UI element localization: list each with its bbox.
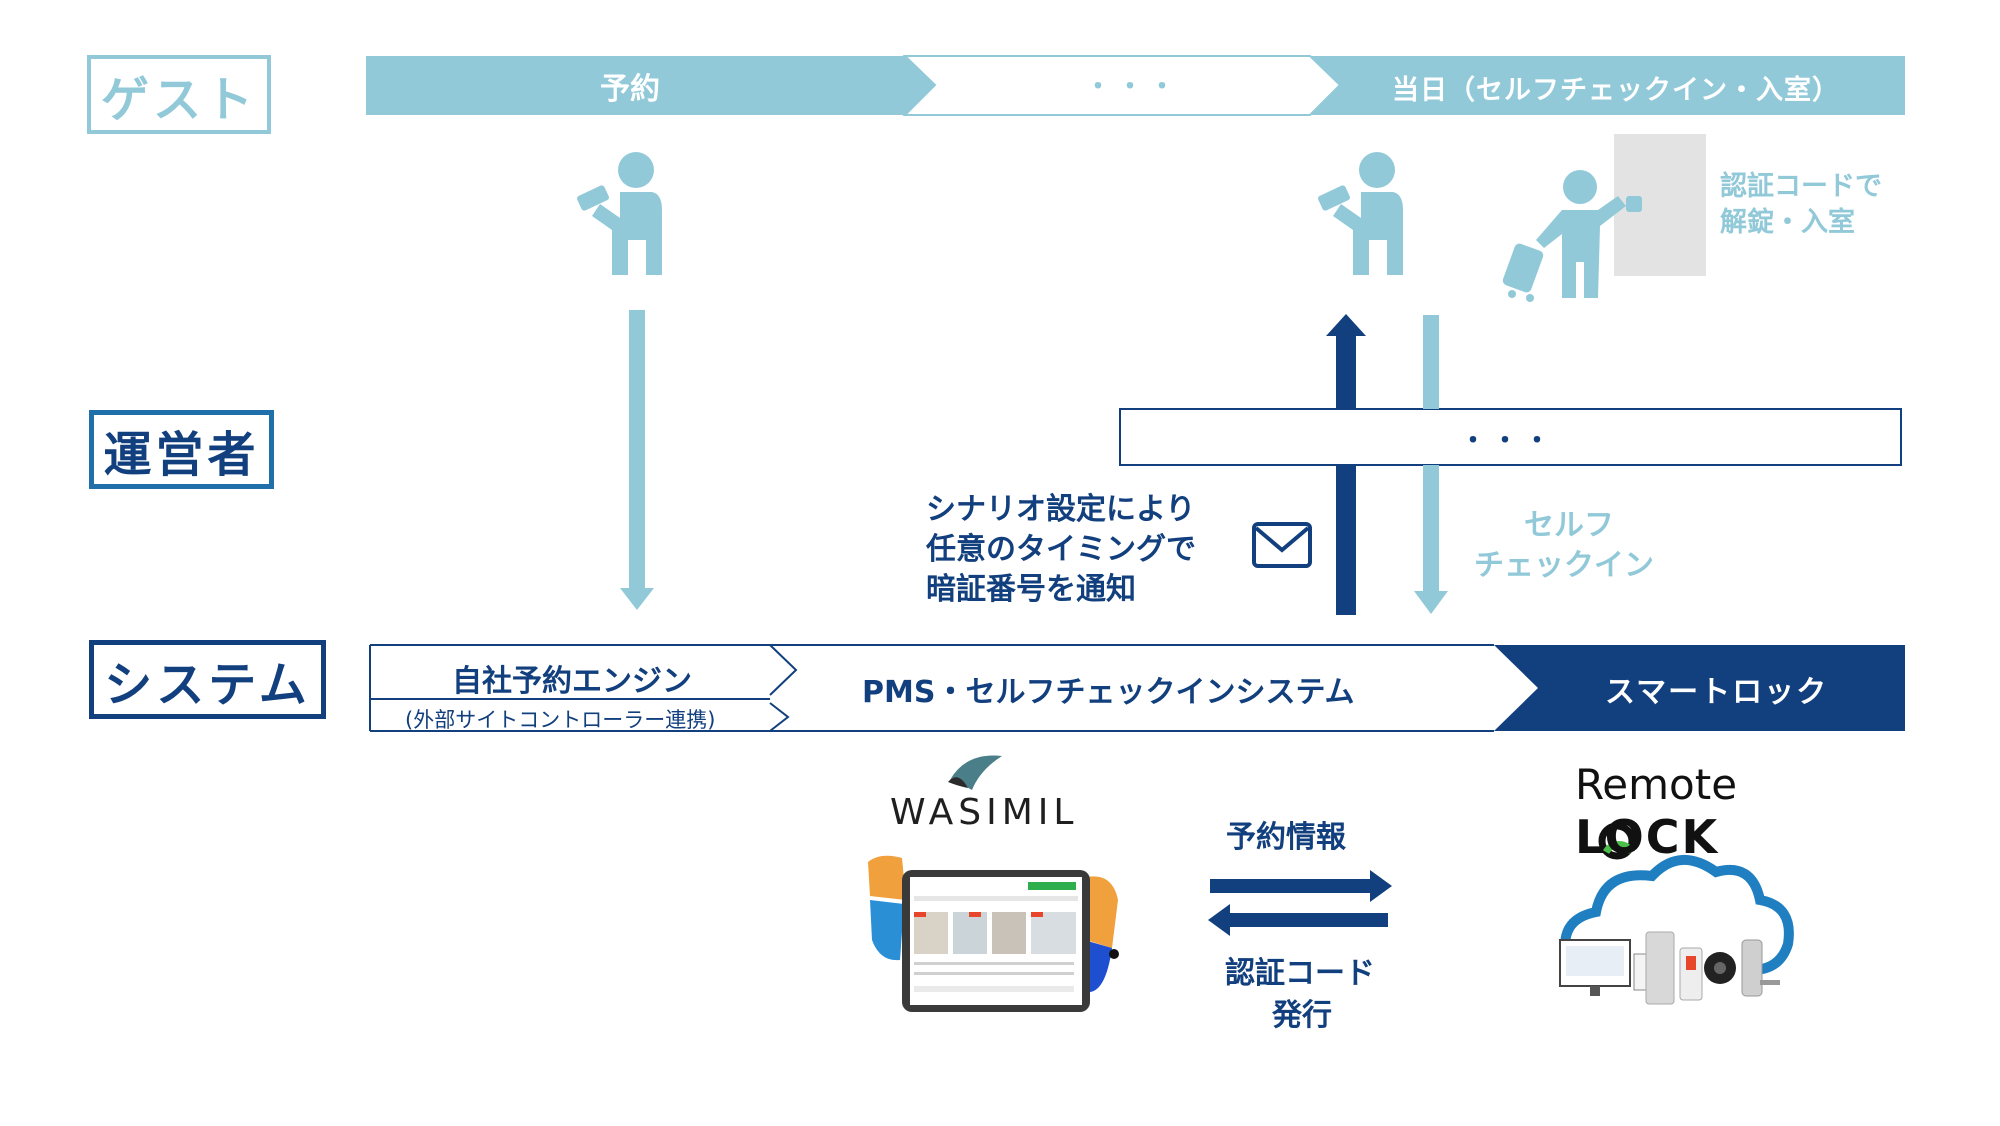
operator-dots: ・・・ [1460,426,1557,456]
checkin-down-arrow-shaft-bottom [1423,465,1439,591]
timeline-middle-dots: ・・・ [1085,72,1182,102]
engine-chevron-bottom [769,702,790,732]
guest-phone-icon [1318,152,1403,275]
engine-chevron-top [769,644,798,696]
checkin-down-arrow-shaft-top [1423,315,1439,409]
smartlock-label: スマートロック [1605,675,1829,710]
timeline-reserve-chevron [366,56,935,115]
timeline-dayof-chevron [1310,56,1905,115]
reserve-down-arrowhead [620,588,654,610]
self-checkin-line1: セルフ [1524,508,1614,543]
mail-icon [1252,522,1312,568]
notify-up-arrow-shaft-top [1336,336,1356,409]
wasimil-logo-text: WASIMIL [890,792,1079,833]
checkin-down-arrowhead [1414,591,1448,614]
notification-line2: 任意のタイミングで [926,532,1196,567]
timeline-dayof-label: 当日（セルフチェックイン・入室） [1392,75,1840,106]
reserve-down-arrow-shaft [629,310,645,588]
role-operator-label: 運営者 [89,410,274,489]
exchange-left-arrow [1208,904,1388,936]
unlock-note-line1: 認証コードで [1720,171,1882,202]
notify-up-arrowhead [1326,314,1366,336]
engine-sub-label: (外部サイトコントローラー連携) [405,708,716,732]
role-guest-label: ゲスト [87,55,271,134]
remote-lock-logo-line1: Remote [1575,760,1738,809]
engine-label: 自社予約エンジン [452,664,692,699]
smartlock-chevron [1494,645,1905,731]
guest-luggage-icon [1502,170,1626,302]
timeline-reserve-label: 予約 [600,72,660,107]
exchange-right-arrow [1210,870,1392,902]
notification-line1: シナリオ設定により [926,492,1196,527]
tablet-screenshot-icon [868,855,1119,1012]
operator-dots-box [1119,408,1902,466]
remote-lock-logo-line2: LOCK [1575,810,1720,864]
wasimil-bird-icon [948,755,1002,790]
exchange-top-label: 予約情報 [1226,820,1346,855]
unlock-note-line2: 解錠・入室 [1720,207,1855,238]
self-checkin-line2: チェックイン [1474,548,1654,583]
exchange-bottom-line1: 認証コード [1225,956,1375,991]
guest-phone-icon [577,152,662,275]
role-system-label: システム [89,640,326,719]
system-bar-engine-top [370,645,796,697]
door-icon [1614,134,1706,276]
remote-lock-o-icon [1598,822,1636,860]
pms-label: PMS・セルフチェックインシステム [862,675,1355,710]
cloud-devices-icon [1559,854,1794,1005]
exchange-bottom-line2: 発行 [1272,998,1332,1033]
notify-up-arrow-shaft-bottom [1336,465,1356,615]
notification-line3: 暗証番号を通知 [926,572,1136,607]
